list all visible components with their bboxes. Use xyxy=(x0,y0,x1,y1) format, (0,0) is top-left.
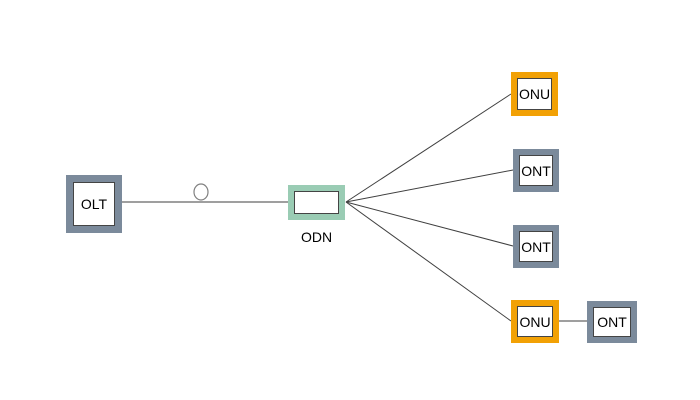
fiber-loop-icon xyxy=(193,183,209,201)
node-onu-2-label: ONU xyxy=(519,313,551,330)
node-onu-1-label: ONU xyxy=(518,86,551,102)
node-odn xyxy=(288,185,345,220)
node-ont-1-label: ONT xyxy=(521,162,551,179)
node-onu-2: ONU xyxy=(511,300,559,343)
edge-odn-ont1 xyxy=(345,169,514,203)
node-ont-2-label: ONT xyxy=(521,238,551,255)
node-onu-1: ONU xyxy=(511,72,558,116)
node-ont-3: ONT xyxy=(587,301,637,343)
node-ont-3-label: ONT xyxy=(597,314,627,330)
node-olt: OLT xyxy=(66,175,122,233)
edge-odn-ont2 xyxy=(345,201,514,247)
node-ont-2: ONT xyxy=(513,225,559,268)
edge-odn-onu2 xyxy=(345,201,512,322)
node-odn-caption: ODN xyxy=(300,229,333,245)
node-olt-label: OLT xyxy=(80,196,108,212)
node-ont-1: ONT xyxy=(513,149,559,192)
edge-odn-onu1 xyxy=(345,93,512,203)
